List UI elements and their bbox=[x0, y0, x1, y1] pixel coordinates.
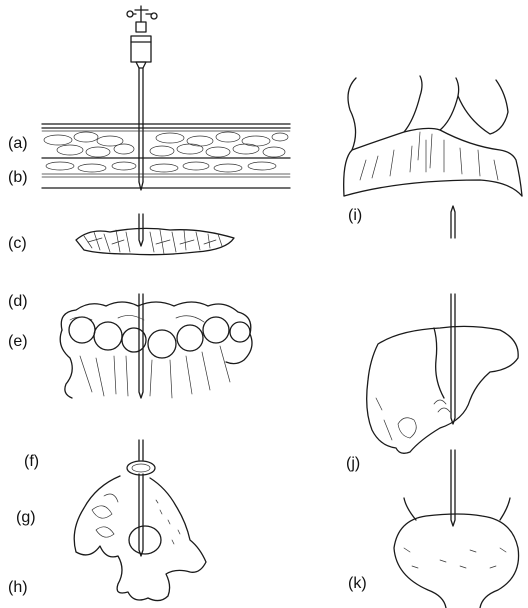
label-f: (f) bbox=[24, 454, 39, 470]
label-a: (a) bbox=[8, 136, 28, 152]
vertebra bbox=[74, 440, 206, 601]
label-d: (d) bbox=[8, 294, 28, 310]
label-g: (g) bbox=[16, 510, 36, 526]
label-b: (b) bbox=[8, 170, 28, 186]
peritoneum-tissue bbox=[76, 214, 234, 255]
label-j: (j) bbox=[346, 456, 360, 472]
syringe bbox=[127, 6, 157, 190]
liver bbox=[367, 294, 519, 453]
label-i: (i) bbox=[348, 208, 362, 224]
label-e: (e) bbox=[8, 334, 28, 350]
label-c: (c) bbox=[8, 236, 27, 252]
diaphragm bbox=[344, 76, 522, 238]
label-k: (k) bbox=[348, 576, 367, 592]
bowel-omentum bbox=[60, 294, 252, 398]
bladder bbox=[394, 450, 519, 608]
label-h: (h) bbox=[8, 580, 28, 596]
skin-layers bbox=[42, 124, 290, 188]
